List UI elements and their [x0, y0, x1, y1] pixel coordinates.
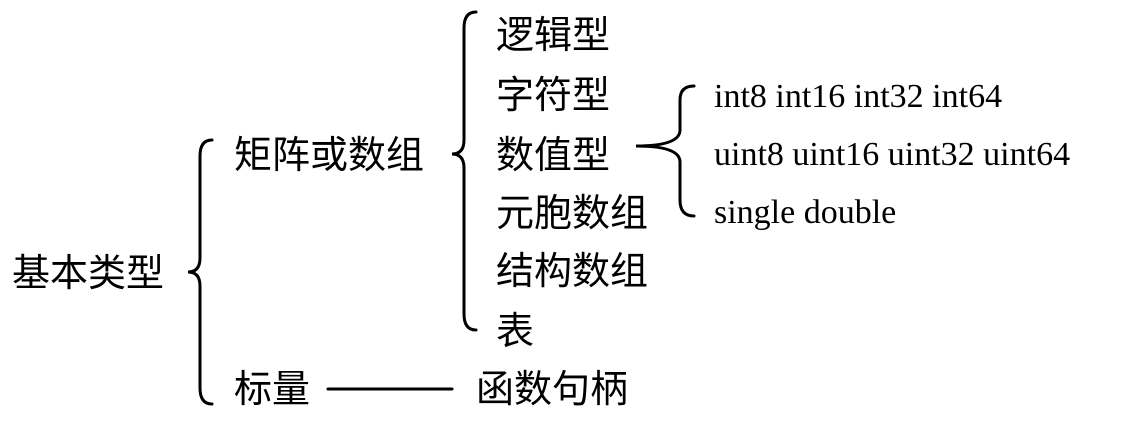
root-label: 基本类型	[12, 251, 165, 295]
numeric-brace	[635, 84, 696, 218]
numeric-uint: uint8 uint16 uint32 uint64	[714, 136, 1071, 173]
matrix-label: 矩阵或数组	[234, 133, 425, 177]
function-handle-label: 函数句柄	[476, 367, 629, 411]
type-cell: 元胞数组	[496, 191, 649, 235]
type-char: 字符型	[496, 73, 611, 117]
numeric-float: single double	[714, 194, 897, 231]
type-struct: 结构数组	[496, 249, 649, 293]
type-numeric: 数值型	[496, 133, 611, 177]
matrix-brace	[451, 10, 478, 332]
numeric-int: int8 int16 int32 int64	[714, 78, 1003, 115]
root-brace	[187, 138, 214, 406]
scalar-label: 标量	[234, 367, 311, 411]
type-table: 表	[496, 309, 535, 353]
type-logical: 逻辑型	[496, 13, 611, 57]
